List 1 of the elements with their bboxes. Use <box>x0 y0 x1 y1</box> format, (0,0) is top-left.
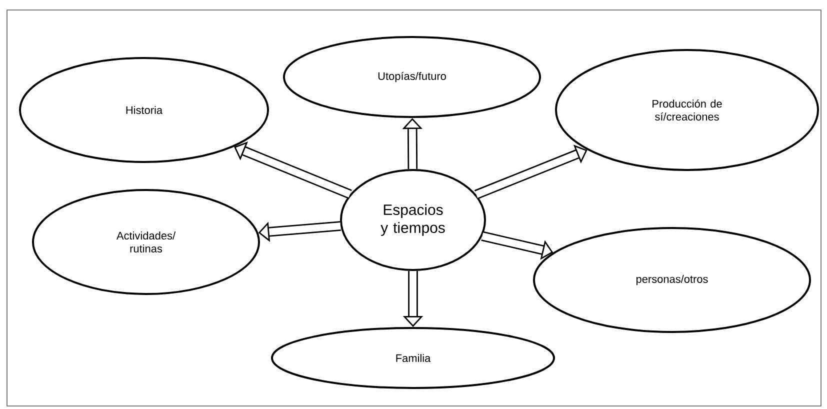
block-arrow <box>474 144 588 200</box>
